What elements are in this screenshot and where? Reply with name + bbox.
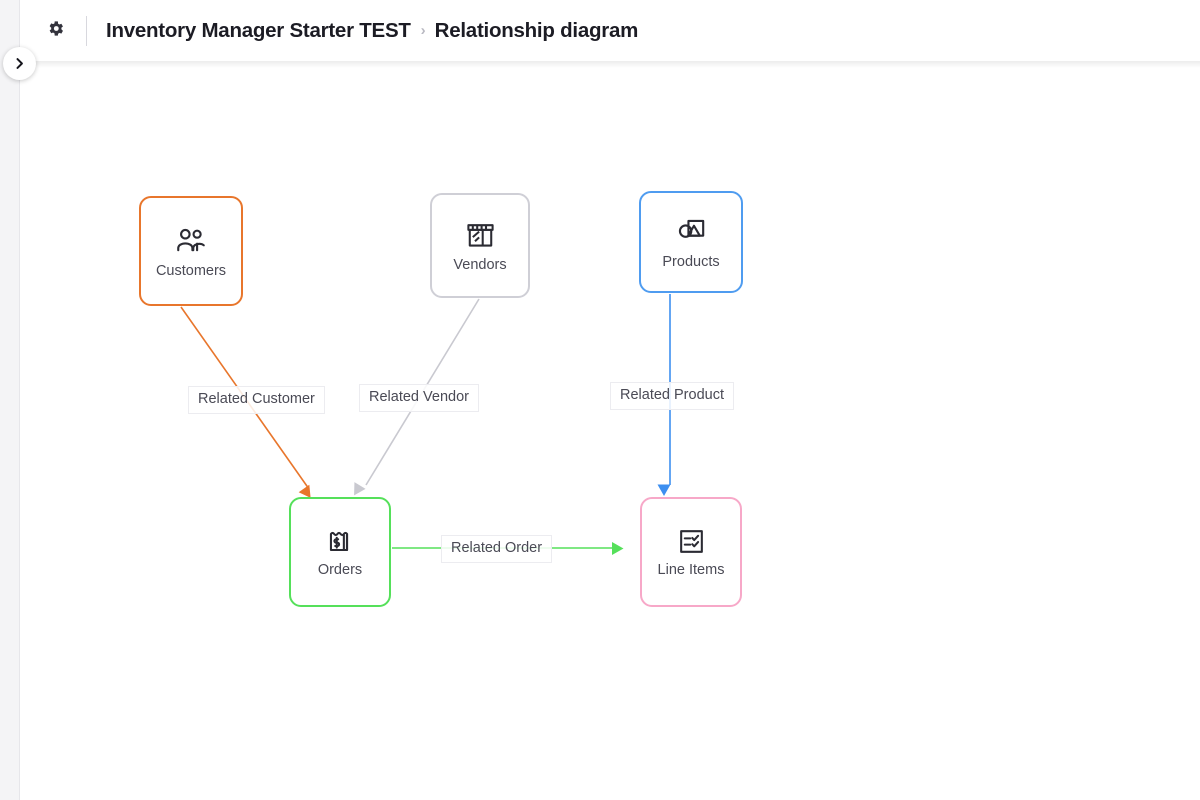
diagram-node-vendors[interactable]: Vendors — [430, 193, 530, 298]
gear-icon — [46, 19, 65, 43]
diagram-node-customers[interactable]: Customers — [139, 196, 243, 306]
breadcrumb: Inventory Manager Starter TEST › Relatio… — [106, 19, 638, 43]
edge-label-related-product[interactable]: Related Product — [610, 382, 734, 410]
checklist-icon — [676, 526, 707, 557]
diagram-canvas[interactable]: Customers Vendors Products Orders Line I… — [21, 61, 1200, 800]
header-divider — [86, 15, 87, 46]
edge-layer — [180, 294, 671, 555]
people-icon — [174, 224, 208, 258]
node-label: Vendors — [453, 256, 507, 273]
breadcrumb-separator: › — [420, 22, 426, 39]
edge-label-related-order[interactable]: Related Order — [441, 535, 553, 563]
breadcrumb-page-name: Relationship diagram — [434, 18, 639, 42]
edge-label-related-vendor[interactable]: Related Vendor — [359, 384, 479, 412]
storefront-icon — [464, 219, 497, 252]
app-header: Inventory Manager Starter TEST › Relatio… — [20, 0, 1200, 68]
chevron-right-icon — [13, 57, 26, 70]
sidebar-expand-button[interactable] — [3, 47, 36, 80]
node-label: Orders — [317, 562, 363, 579]
diagram-node-orders[interactable]: Orders — [289, 497, 391, 607]
edge-arrowhead — [612, 542, 624, 555]
edge-label-related-customer[interactable]: Related Customer — [188, 386, 325, 414]
edge-arrowhead — [354, 482, 366, 496]
diagram-node-line-items[interactable]: Line Items — [640, 497, 742, 607]
receipt-dollar-icon — [325, 526, 356, 557]
diagram-node-products[interactable]: Products — [639, 191, 743, 293]
breadcrumb-app-name[interactable]: Inventory Manager Starter TEST — [106, 18, 411, 42]
node-label: Products — [662, 253, 720, 270]
edge-arrowhead — [657, 484, 671, 496]
node-label: Line Items — [657, 562, 725, 579]
shapes-icon — [674, 215, 708, 249]
settings-button[interactable] — [40, 16, 70, 46]
left-rail — [0, 0, 20, 800]
node-label: Customers — [155, 262, 227, 279]
edge-arrowhead — [298, 484, 311, 498]
